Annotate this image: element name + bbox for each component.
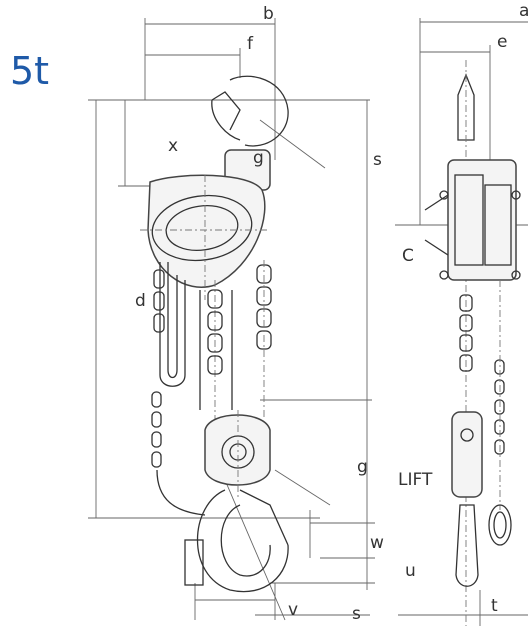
front-hoist-body (140, 75, 289, 593)
front-dimension-lines (88, 18, 375, 621)
dim-label-w: w (370, 533, 384, 553)
dim-label-b: b (263, 4, 274, 24)
dim-label-d: d (135, 291, 146, 311)
dim-label-f: f (247, 34, 253, 54)
dim-label-u: u (405, 561, 416, 581)
dim-label-g-mid: g (357, 457, 368, 477)
dim-label-c: C (402, 246, 414, 266)
dim-label-e: e (497, 32, 508, 52)
dim-label-v: v (288, 600, 299, 620)
capacity-title: 5t (10, 49, 50, 93)
dim-label-s-right: s (373, 150, 382, 170)
side-hoist-body (424, 60, 521, 626)
dim-label-x: x (168, 136, 179, 156)
dim-label-s-bottom: s (352, 604, 361, 624)
side-dimension-lines (395, 18, 528, 626)
dim-label-a: a (519, 1, 528, 21)
lift-label: LIFT (398, 470, 433, 490)
dim-label-t: t (491, 596, 498, 616)
dim-label-g-top: g (253, 148, 264, 168)
